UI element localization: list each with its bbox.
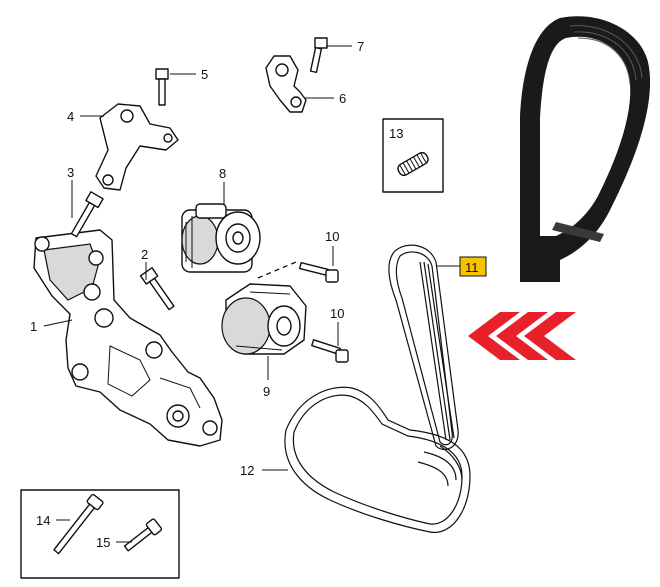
callout-8: 8 <box>219 166 226 181</box>
bolt-part-10-lower <box>311 339 349 363</box>
callout-6: 6 <box>339 91 346 106</box>
belt-part-11 <box>388 244 459 451</box>
callout-10-upper: 10 <box>325 229 339 244</box>
tensioner-part-8 <box>181 203 261 273</box>
callout-9: 9 <box>263 384 270 399</box>
callout-10-lower: 10 <box>330 306 344 321</box>
belt-part-12 <box>284 386 471 533</box>
bolt-part-14 <box>53 493 104 555</box>
bolt-part-3 <box>70 191 104 238</box>
callout-11-highlight <box>459 256 487 277</box>
bracket-part-4 <box>95 103 179 191</box>
spring-pin-box <box>382 118 444 193</box>
callout-11: 11 <box>465 260 479 275</box>
bolt-part-7 <box>309 37 328 74</box>
tensioner-part-9 <box>221 283 307 355</box>
callout-4: 4 <box>67 109 74 124</box>
leader-lines <box>43 45 460 543</box>
callout-12: 12 <box>240 463 254 478</box>
callout-13: 13 <box>389 126 403 141</box>
bracket-part-6 <box>265 55 307 113</box>
alignment-dashed-line <box>257 261 297 279</box>
bolt-part-5 <box>155 68 169 106</box>
callout-3: 3 <box>67 165 74 180</box>
callout-2: 2 <box>141 247 148 262</box>
callout-1: 1 <box>30 319 37 334</box>
red-chevron-arrows <box>468 312 576 360</box>
callout-7: 7 <box>357 39 364 54</box>
bracket-part-1 <box>33 229 223 447</box>
callout-14: 14 <box>36 513 50 528</box>
callout-labels: 1 2 3 4 5 6 7 8 9 10 10 11 12 13 14 15 <box>30 39 479 550</box>
spring-pin-part-13 <box>397 151 429 177</box>
bolt-part-15 <box>123 518 163 552</box>
belt-photo <box>520 16 651 282</box>
callout-15: 15 <box>96 535 110 550</box>
callout-5: 5 <box>201 67 208 82</box>
bolt-part-10-upper <box>298 262 339 283</box>
